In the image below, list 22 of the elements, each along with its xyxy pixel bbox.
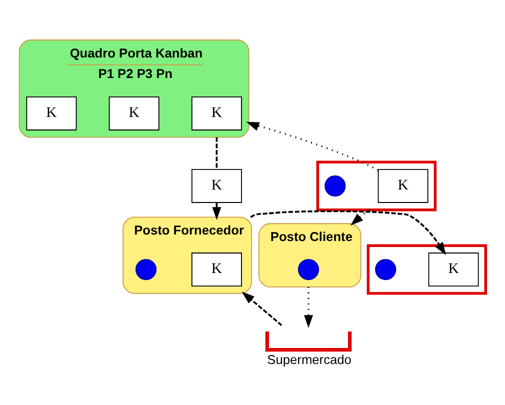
connector bbox=[216, 137, 218, 170]
arrow bbox=[246, 122, 379, 172]
node-box: K bbox=[26, 96, 77, 130]
node-box: K bbox=[191, 168, 242, 203]
node-circle bbox=[324, 175, 346, 197]
cluster bbox=[316, 160, 437, 212]
arrow bbox=[212, 202, 222, 220]
node-circle bbox=[375, 258, 396, 280]
cluster bbox=[366, 244, 488, 295]
cluster: Posto Cliente bbox=[258, 223, 362, 288]
arrow bbox=[242, 292, 282, 326]
node-text: Supermercado bbox=[267, 352, 352, 367]
node-box: K bbox=[191, 252, 242, 286]
node-circle bbox=[298, 258, 320, 280]
node-box: K bbox=[191, 96, 242, 130]
node-box: K bbox=[428, 252, 479, 286]
arrow bbox=[350, 209, 370, 226]
arrow bbox=[250, 210, 446, 256]
node-box: K bbox=[108, 96, 160, 130]
arrow bbox=[304, 286, 313, 328]
node-circle bbox=[135, 258, 157, 280]
node-box: K bbox=[378, 168, 428, 203]
